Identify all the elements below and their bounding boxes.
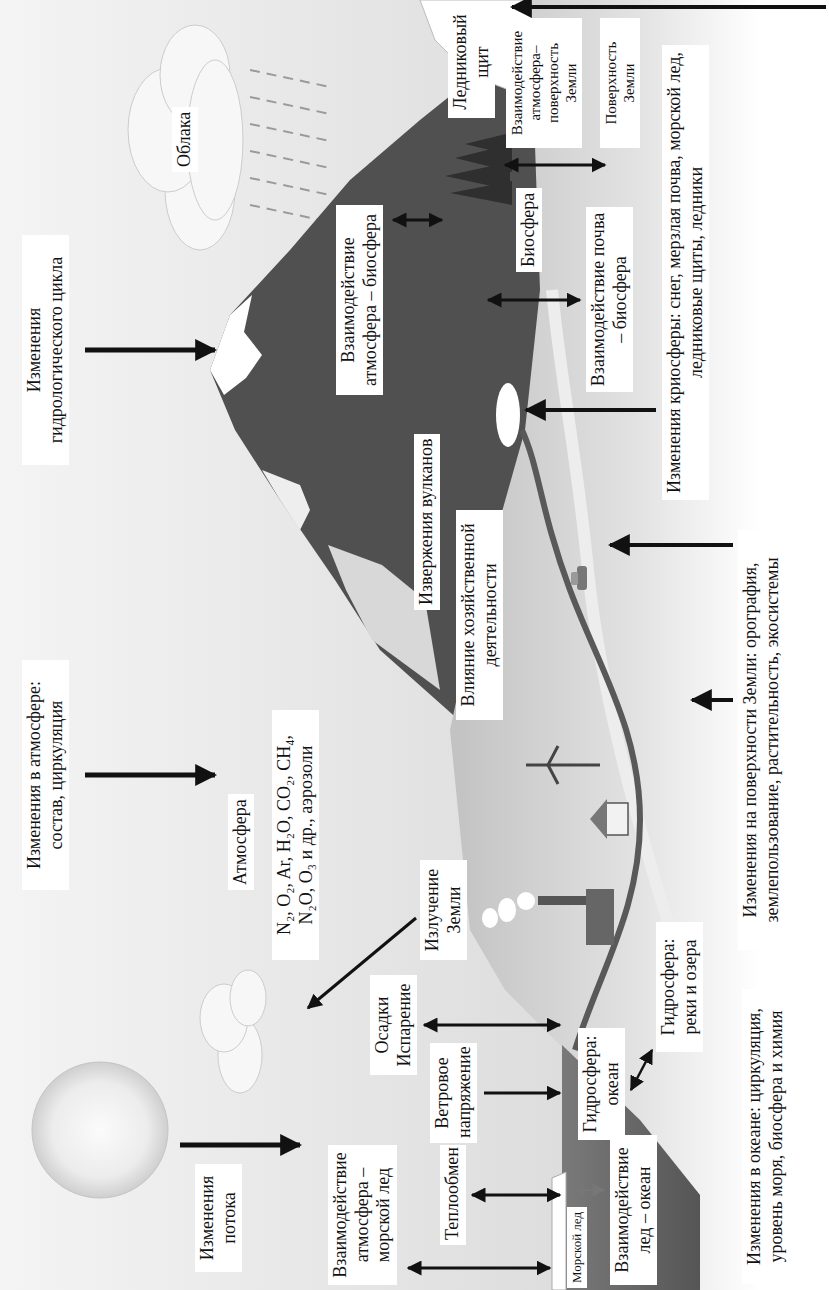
- annotation-label: Биосфера: [516, 188, 542, 272]
- windmill-tower: [548, 764, 600, 767]
- annotation-label: Гидросфера: реки и озера: [656, 922, 703, 1052]
- cloud-puff: [230, 970, 266, 1026]
- rain-streak: [250, 97, 330, 114]
- factory: [482, 889, 614, 945]
- flow-arrow: [631, 1050, 652, 1090]
- flow-arrow: [472, 1194, 560, 1197]
- flow-arrow: [512, 5, 826, 9]
- flow-arrow: [180, 1143, 300, 1148]
- annotation-label: Изменения гидрологического цикла: [22, 235, 69, 465]
- small-cloud: [200, 970, 266, 1093]
- chimney: [538, 896, 588, 905]
- annotation-label: Изменения в атмосфере: состав, циркуляци…: [22, 660, 69, 890]
- car-body: [577, 566, 587, 590]
- flow-arrow: [572, 1189, 604, 1192]
- snow-field: [496, 383, 520, 447]
- annotation-label: Взаимодействие атмосфера–поверхность Зем…: [506, 18, 582, 148]
- annotation-label: Поверхность Земли: [600, 18, 640, 148]
- annotation-label: Взаимодействие лед – океан: [610, 1135, 657, 1285]
- annotation-label: Атмосфера: [228, 794, 254, 890]
- flow-arrow: [393, 219, 442, 222]
- annotation-label: Осадки Испарение: [370, 975, 417, 1075]
- smoke: [498, 898, 516, 922]
- annotation-label: Взаимодействие почва – биосфера: [586, 207, 633, 392]
- annotation-label: Ледниковый щит: [448, 6, 495, 118]
- flow-arrow: [424, 1024, 560, 1027]
- rain-streak: [250, 151, 330, 168]
- sea-ice: [552, 1172, 566, 1290]
- annotation-label: Взаимодействие атмосфера – морской лед: [328, 1145, 397, 1285]
- windmill-blade: [548, 746, 558, 765]
- annotation-label: N₂, O₂, Ar, H₂O, CO₂, CH₄, N₂O, O₃ и др.…: [272, 710, 319, 960]
- rain-cloud: [128, 25, 243, 250]
- rain: [250, 70, 330, 222]
- annotation-label: Гидросфера: океан: [578, 1028, 625, 1140]
- factory-building: [586, 889, 614, 945]
- car-cabin: [571, 572, 578, 585]
- annotation-label: Изменения на поверхности Земли: орографи…: [738, 530, 785, 950]
- rain-streak: [250, 178, 330, 195]
- house-roof: [590, 799, 607, 839]
- annotation-label: Изменения в океане: циркуляция, уровень …: [742, 989, 789, 1284]
- annotation-label: Взаимодействие атмосфера – биосфера: [336, 205, 383, 395]
- flow-arrow: [692, 698, 733, 702]
- flow-arrow: [505, 164, 605, 167]
- annotation-label: Облака: [172, 107, 198, 172]
- windmill-blade: [526, 764, 548, 767]
- flow-arrow: [488, 299, 580, 302]
- forest: [445, 133, 512, 205]
- house: [590, 799, 628, 839]
- rain-streak: [250, 124, 330, 141]
- flow-arrow: [408, 1267, 550, 1270]
- smoke: [482, 908, 498, 928]
- annotation-label: Изменения потока: [195, 1164, 242, 1272]
- windmill: [526, 746, 600, 784]
- flow-arrow: [484, 1092, 560, 1095]
- land-surface: [450, 0, 829, 1290]
- car: [571, 566, 587, 590]
- annotation-label: Изменения криосферы: снег, мерзлая почва…: [662, 45, 709, 500]
- annotation-label: Ветровое напряжение: [430, 1043, 477, 1143]
- house-wall: [606, 803, 628, 835]
- annotation-label: Морской лед: [567, 1207, 587, 1288]
- sun: [32, 1062, 168, 1198]
- annotation-label: Излучение Земли: [420, 860, 467, 960]
- annotation-label: Теплообмен: [440, 1145, 466, 1245]
- annotation-label: Извержения вулканов: [414, 434, 440, 610]
- snow-cap: [210, 295, 262, 395]
- smoke: [517, 892, 535, 910]
- flow-arrow: [610, 543, 733, 547]
- river: [522, 430, 640, 1050]
- snow-patch: [262, 470, 310, 530]
- windmill-blade: [548, 765, 558, 784]
- annotation-label: Влияние хозяйственной деятельности: [456, 510, 503, 720]
- flow-arrow: [85, 773, 215, 778]
- rain-streak: [250, 70, 330, 87]
- flow-arrow: [526, 408, 656, 412]
- flow-arrow: [85, 348, 215, 353]
- tree: [465, 133, 510, 155]
